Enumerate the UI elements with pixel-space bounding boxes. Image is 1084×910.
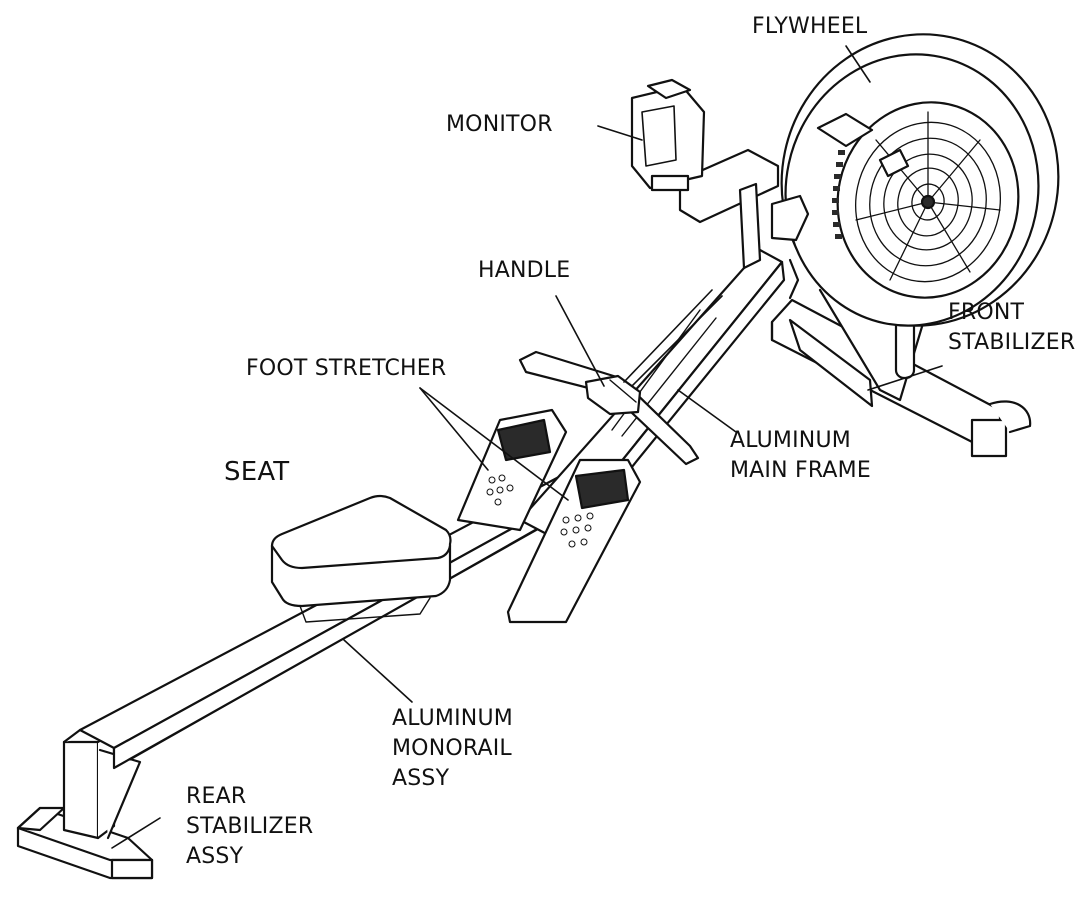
handle-label: HANDLE [478, 256, 570, 286]
handle-callout [555, 295, 605, 387]
monitor-label-line: MONITOR [446, 112, 553, 137]
callout-lines [111, 45, 943, 849]
flywheel-callout [845, 45, 871, 83]
foot-stretcher-label-line: FOOT STRETCHER [246, 356, 447, 381]
monorail-callout [343, 639, 413, 703]
main-frame-callout [677, 389, 737, 433]
seat-label: SEAT [224, 456, 289, 488]
rear-stabilizer-assy-label-line-3: ASSY [186, 844, 244, 869]
front-stabilizer-label: FRONT STABILIZER [948, 298, 1075, 358]
foot-stretcher-label: FOOT STRETCHER [246, 354, 446, 384]
rear-stabilizer-callout [111, 817, 161, 849]
aluminum-monorail-assy-label-line-3: ASSY [392, 766, 450, 791]
flywheel [770, 33, 1060, 327]
seat [270, 494, 452, 623]
rear-stabilizer-assy-label: REAR STABILIZER ASSY [186, 782, 313, 872]
aluminum-monorail-assy-label-line-2: MONORAIL [392, 736, 512, 761]
monitor-assembly [630, 78, 780, 270]
foot-stretcher-callout-right [419, 387, 569, 501]
aluminum-main-frame-label: ALUMINUM MAIN FRAME [730, 426, 871, 486]
aluminum-main-frame-label-line-2: MAIN FRAME [730, 458, 871, 483]
front-stabilizer-callout [867, 365, 943, 391]
front-stabilizer-label-line-2: STABILIZER [948, 330, 1076, 355]
aluminum-monorail-assy-label-line-1: ALUMINUM [392, 706, 513, 731]
aluminum-main-frame-label-line-1: ALUMINUM [730, 428, 851, 453]
foot-stretcher-right [506, 458, 642, 624]
seat-label-line: SEAT [224, 457, 290, 487]
flywheel-label: FLYWHEEL [752, 12, 867, 42]
flywheel-label-line: FLYWHEEL [752, 14, 868, 39]
foot-stretcher-left [456, 408, 568, 532]
aluminum-monorail-assy-label: ALUMINUM MONORAIL ASSY [392, 704, 513, 794]
handle-label-line: HANDLE [478, 258, 571, 283]
rear-stabilizer-assy-label-line-1: REAR [186, 784, 247, 809]
handle [518, 289, 723, 466]
foot-stretcher-callout-left [419, 387, 489, 471]
front-stabilizer-label-line-1: FRONT [948, 300, 1025, 325]
rear-stabilizer-assy-label-line-2: STABILIZER [186, 814, 314, 839]
front-stabilizer [770, 288, 1032, 458]
monitor-label: MONITOR [446, 110, 553, 140]
monitor-callout [597, 125, 643, 141]
